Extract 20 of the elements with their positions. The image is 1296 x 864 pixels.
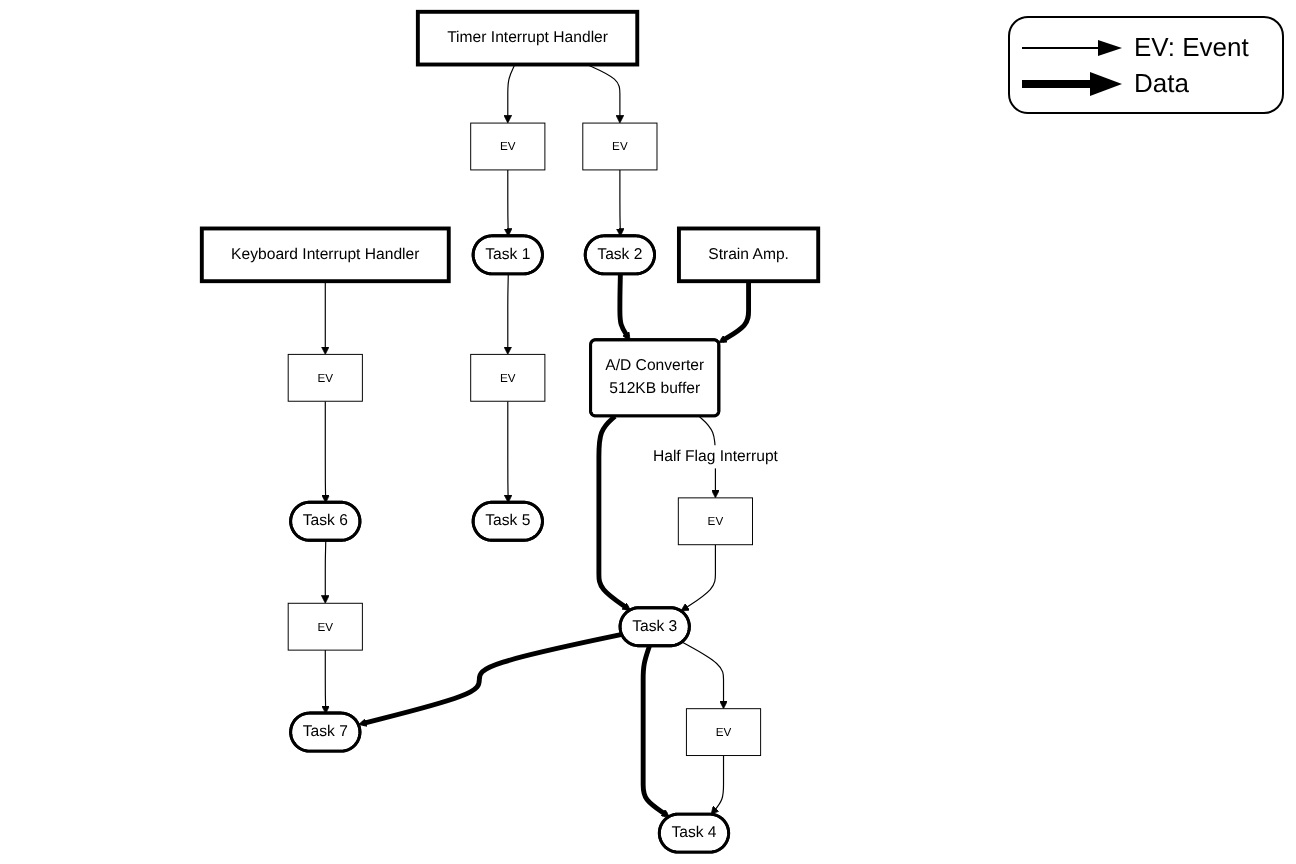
arrow [615, 169, 625, 237]
arrow [321, 649, 330, 714]
arrow [321, 400, 330, 504]
arrow [710, 754, 725, 815]
arrow [596, 414, 631, 611]
arrow [503, 273, 513, 355]
arrow [503, 169, 513, 237]
arrow [681, 641, 728, 710]
arrow [358, 632, 623, 727]
arrow [320, 540, 330, 604]
arrow [617, 274, 631, 341]
legend-label: Data [1134, 68, 1189, 98]
arrow [640, 645, 670, 818]
arrow [680, 544, 716, 612]
arrow [718, 281, 751, 344]
arrow [503, 63, 516, 124]
arrow [586, 63, 625, 124]
legend-label: EV: Event [1134, 32, 1249, 62]
arrow [320, 280, 330, 355]
arrow [503, 400, 513, 504]
